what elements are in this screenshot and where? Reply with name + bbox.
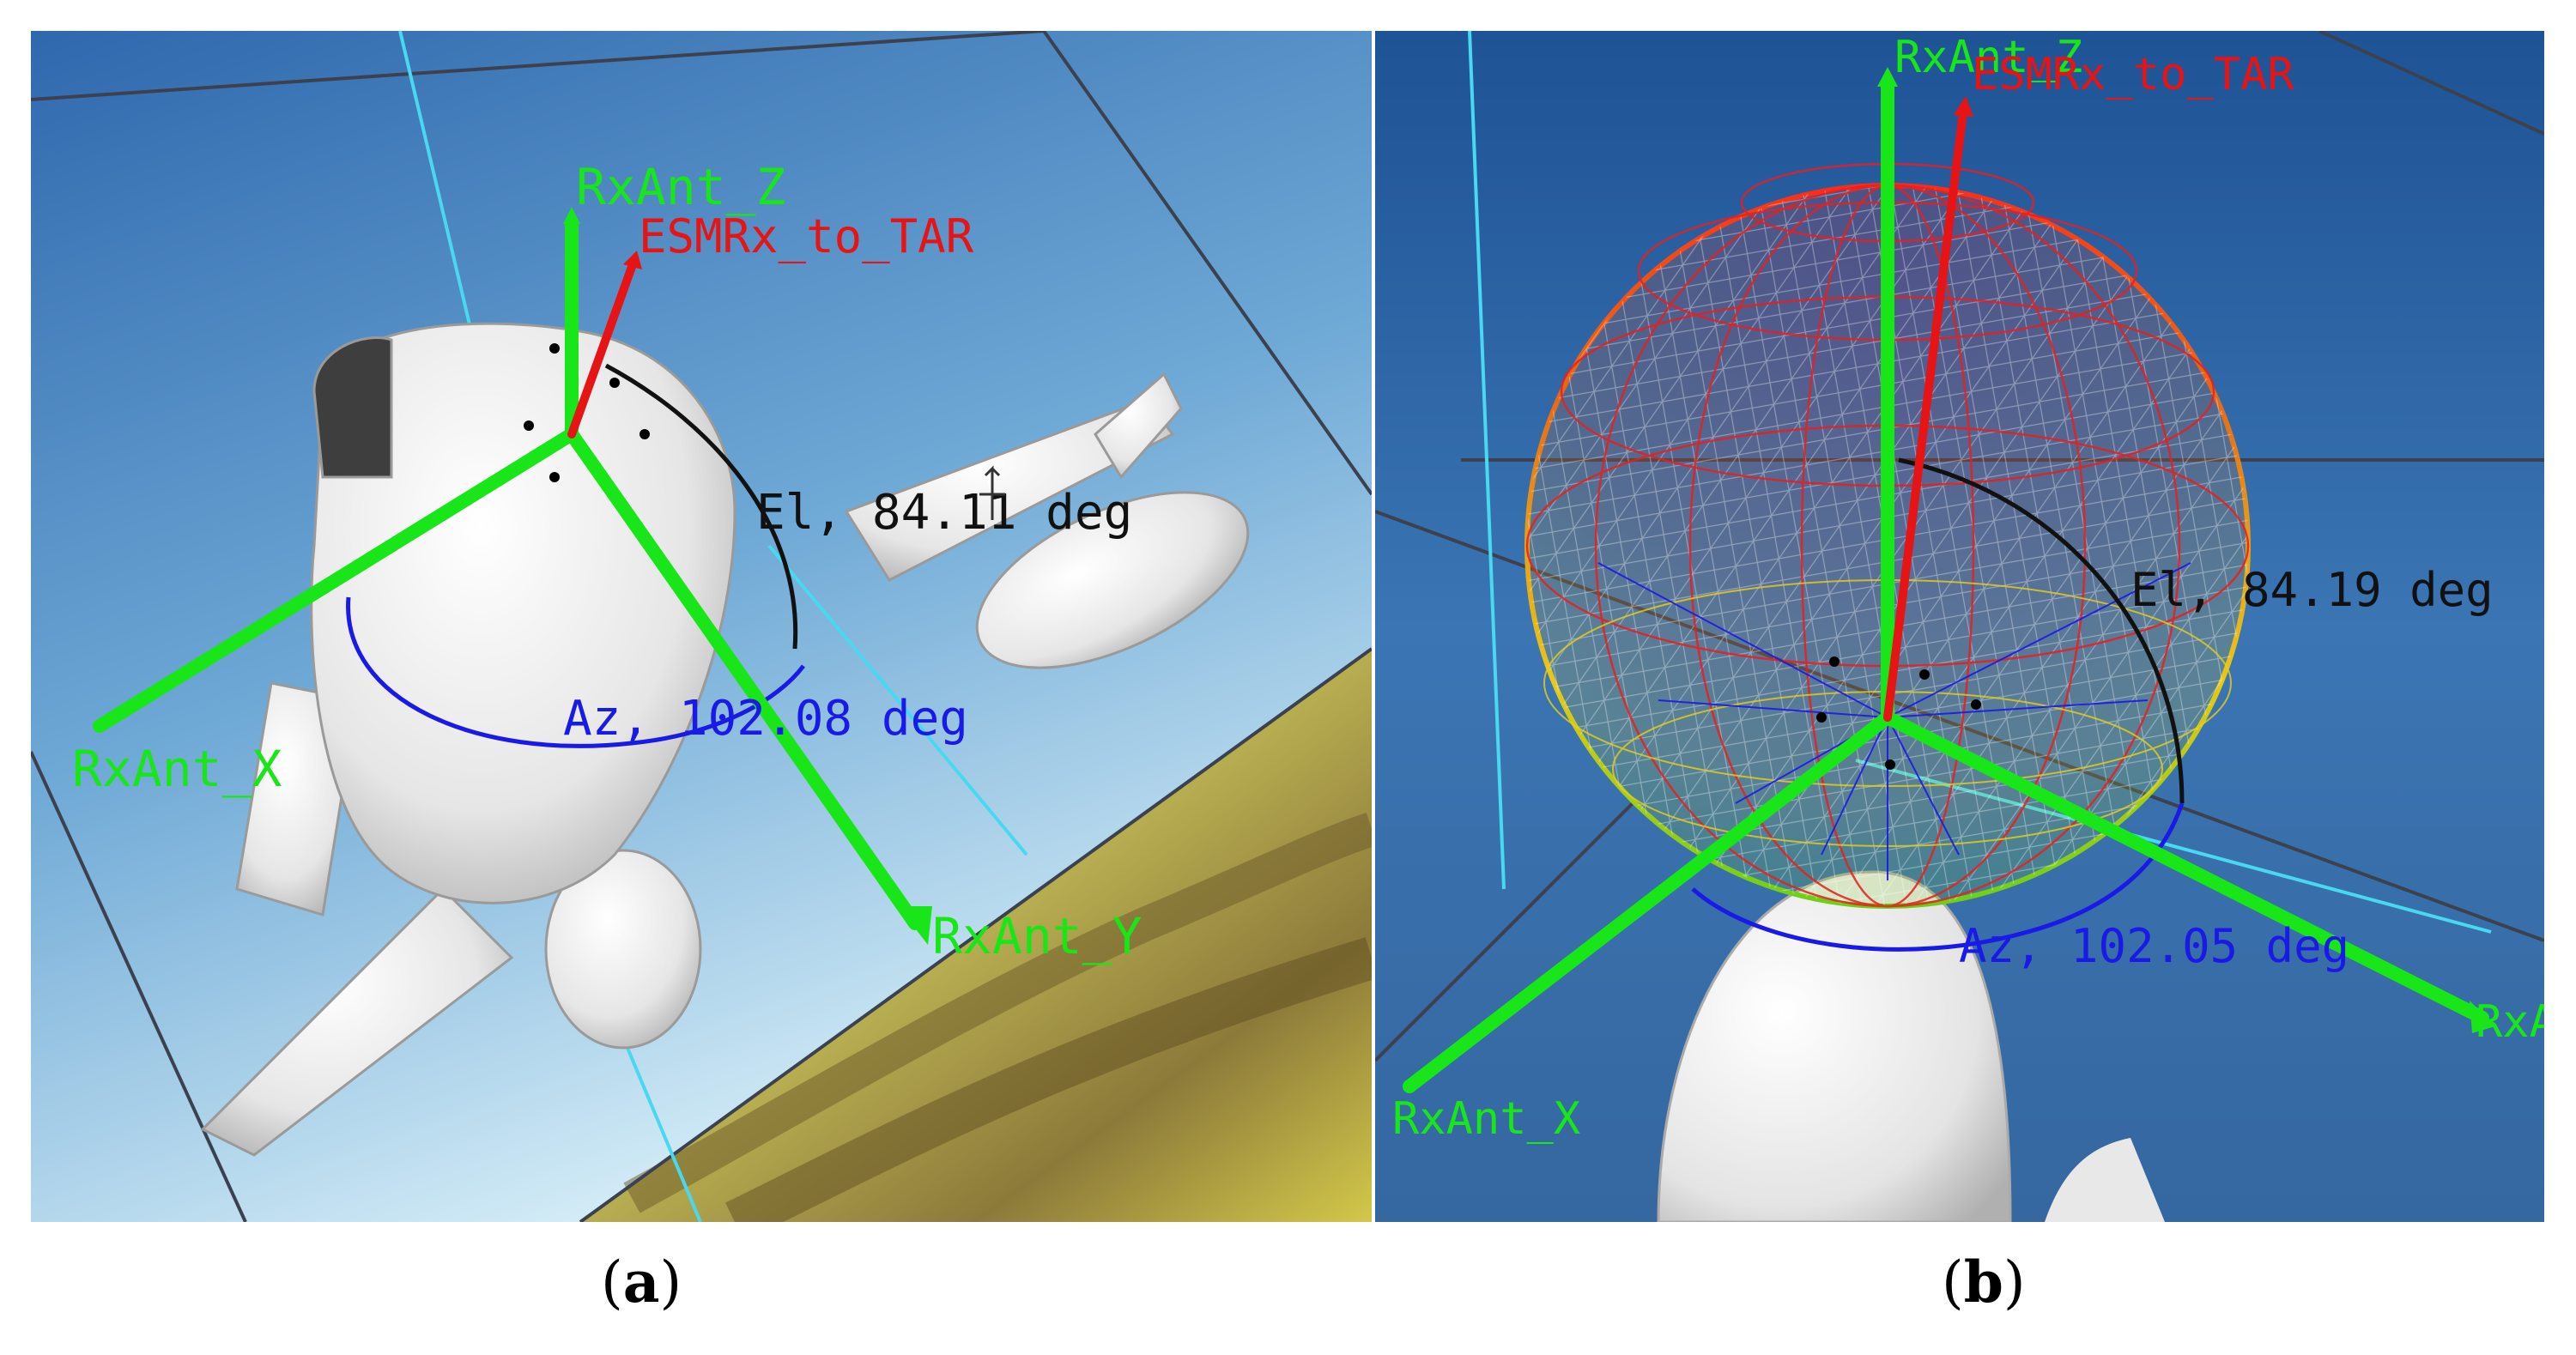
x-axis-label: RxAnt_X — [1392, 1093, 1580, 1145]
elevation-label: El, 84.19 deg — [2131, 563, 2494, 617]
antenna-axes — [93, 217, 922, 930]
elevation-label: El, 84.11 deg — [756, 485, 1132, 541]
panel-b-viewport: RxAnt_Z ESMRx_to_TAR El, 84.19 deg Az, 1… — [1375, 31, 2544, 1222]
reference-grid — [31, 31, 1372, 1222]
y-axis-label: RxAnt_Y — [932, 907, 1142, 965]
panel-b-scene: RxAnt_Z ESMRx_to_TAR El, 84.19 deg Az, 1… — [1375, 31, 2544, 1222]
z-axis-label: RxAnt_Z — [576, 158, 785, 216]
panel-a-scene: RxAnt_Z ESMRx_to_TAR El, 84.11 deg Az, 1… — [31, 31, 1372, 1222]
z-axis-arrowhead — [1877, 67, 1898, 87]
aircraft-part — [2045, 1138, 2165, 1222]
caption-b-letter: b — [1963, 1249, 2003, 1316]
caption-a: (a) — [601, 1249, 682, 1316]
caption-b: (b) — [1942, 1249, 2026, 1316]
move-cursor-icon — [979, 465, 1005, 520]
y-axis-line — [1881, 711, 2489, 1025]
target-vector-label: ESMRx_to_TAR — [1972, 49, 2294, 100]
panel-a-viewport: RxAnt_Z ESMRx_to_TAR El, 84.11 deg Az, 1… — [31, 31, 1372, 1222]
caption-a-letter: a — [622, 1249, 660, 1316]
y-axis-label: RxA — [2476, 996, 2544, 1048]
x-axis-line — [1403, 711, 1894, 1093]
z-axis-label: RxAnt_Z — [1894, 32, 2082, 83]
target-vector-line — [1883, 108, 1967, 722]
elevation-arc — [604, 363, 798, 650]
azimuth-label: Az, 102.05 deg — [1959, 919, 2349, 973]
azimuth-label: Az, 102.08 deg — [563, 691, 968, 747]
surface-markers — [1816, 656, 1981, 770]
elevation-arc — [1898, 457, 2185, 804]
x-axis-label: RxAnt_X — [72, 740, 282, 798]
x-axis-line — [93, 427, 579, 733]
target-vector-label: ESMRx_to_TAR — [639, 209, 974, 263]
antenna-axes — [1403, 80, 2489, 1093]
surface-markers — [524, 343, 650, 482]
z-axis-arrowhead — [563, 207, 580, 224]
y-axis-line — [565, 427, 922, 930]
target-vector-arrowhead — [623, 251, 642, 269]
target-vector-arrowhead — [1954, 96, 1973, 117]
y-axis-arrowhead — [898, 906, 932, 945]
aircraft-model — [200, 322, 1250, 1157]
y-axis-arrowhead — [2470, 1001, 2495, 1033]
target-vector-line — [567, 263, 636, 439]
